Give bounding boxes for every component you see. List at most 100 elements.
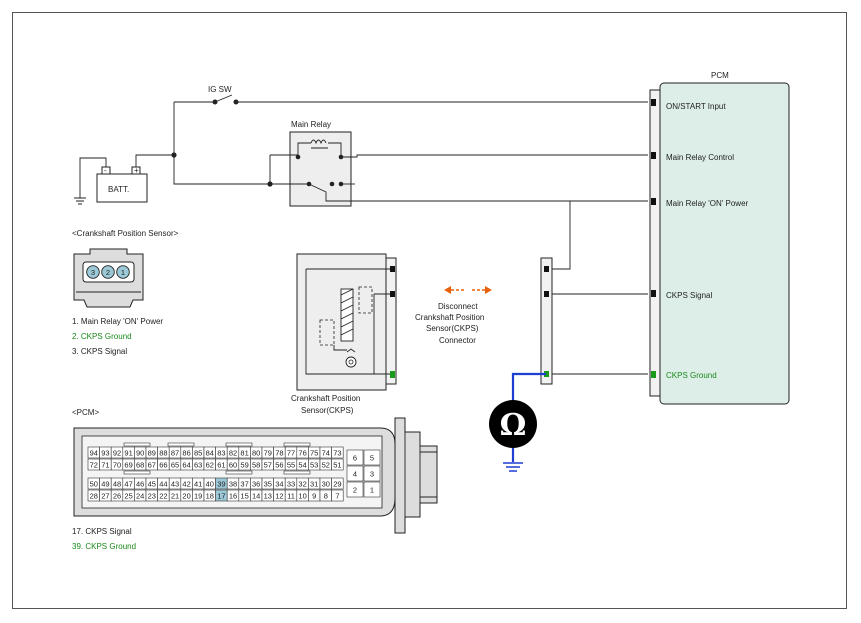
pcm-pin-number: 8 [324, 491, 328, 500]
pcm-pin-number: 81 [240, 448, 248, 457]
pcm-pin-number: 66 [159, 460, 167, 469]
pcm-latch-ribs [420, 451, 437, 498]
disconnect-arrow-right-icon [485, 286, 492, 294]
pcm-pin-number: 45 [148, 479, 156, 488]
relay-terminal [329, 181, 335, 187]
sensor-inner-wire [305, 269, 390, 375]
pcm-pin-number: 14 [252, 491, 260, 500]
relay-terminal [295, 154, 301, 160]
sensor-dashed-element [319, 319, 335, 346]
pcm-pin-number: 32 [298, 479, 306, 488]
ckps-pin1-text: 1. Main Relay 'ON' Power [72, 317, 163, 326]
pcm-pin-number: 55 [287, 460, 295, 469]
pcm-pin-number: 17 [217, 491, 225, 500]
pcm-pin-number: 40 [206, 479, 214, 488]
sensor-lead [333, 345, 347, 351]
pcm-pin-number: 33 [287, 479, 295, 488]
relay-coil-leads [297, 142, 342, 157]
pcm-key-notch [225, 442, 253, 447]
disconnect-text-4: Connector [439, 336, 476, 345]
ckps-pin-number: 2 [106, 268, 110, 277]
pcm-box [659, 82, 790, 405]
sensor-magnet-center [348, 359, 354, 365]
pcm-pin-number: 82 [229, 448, 237, 457]
disconnect-text-1: Disconnect [438, 302, 478, 311]
pcm-title: PCM [711, 71, 729, 80]
relay-switch-blade [308, 183, 357, 202]
pcm-pin-number: 60 [229, 460, 237, 469]
sensor-caption-1: Crankshaft Position [291, 394, 360, 403]
relay-contact-feed-wire [269, 155, 309, 185]
battery-body [96, 173, 148, 203]
pcm-pin39-text: 39. CKPS Ground [72, 542, 136, 551]
ckps-pin-circle [86, 265, 100, 279]
pcm-pin-number: 90 [136, 448, 144, 457]
pcm-latch-lines [404, 432, 421, 517]
pcm-ckps-signal-label: CKPS Signal [666, 291, 712, 300]
disconnect-text-2: Crankshaft Position [415, 313, 484, 322]
harness-pin [544, 266, 549, 272]
pcm-pin-number: 42 [182, 479, 190, 488]
ckps-pin2-text: 2. CKPS Ground [72, 332, 132, 341]
pcm-pin-number: 78 [275, 448, 283, 457]
pcm-pin-number: 87 [171, 448, 179, 457]
pcm-pin-number: 1 [370, 486, 374, 495]
main-relay-label: Main Relay [291, 120, 331, 129]
pcm-pin-cell [331, 477, 344, 490]
pcm-key-notch [123, 470, 151, 475]
pcm-pin-number: 74 [322, 448, 330, 457]
b-plus-bus [173, 102, 270, 185]
pcm-pin-number: 5 [370, 454, 374, 463]
pcm-pin-number: 69 [124, 460, 132, 469]
pcm-pin-number: 79 [264, 448, 272, 457]
pcm-pin-number: 73 [333, 448, 341, 457]
sensor-core [340, 288, 354, 342]
pcm-key-notch [283, 442, 311, 447]
ig-sw-label: IG SW [208, 85, 232, 94]
pcm-key-notch [225, 470, 253, 475]
pcm-pin-cell [331, 446, 344, 459]
pcm-pin-number: 53 [310, 460, 318, 469]
ckps-sensor-connector [385, 257, 397, 385]
pcm-pin-number: 83 [217, 448, 225, 457]
pcm-pin-number: 26 [113, 491, 121, 500]
pcm-ckps-ground-label: CKPS Ground [666, 371, 717, 380]
pcm-pin-number: 70 [113, 460, 121, 469]
disconnect-text-3: Sensor(CKPS) [426, 324, 479, 333]
pcm-pin-number: 94 [90, 448, 98, 457]
pcm-pin-number: 75 [310, 448, 318, 457]
pcm-pin-number: 49 [101, 479, 109, 488]
pcm-pin-number: 6 [353, 454, 357, 463]
pcm-pin-number: 56 [275, 460, 283, 469]
pcm-pin-number: 80 [252, 448, 260, 457]
pcm-pin-number: 38 [229, 479, 237, 488]
pcm-pin-number: 2 [353, 486, 357, 495]
battery-plus-sign: + [134, 166, 139, 175]
main-relay-control-wire [341, 154, 648, 158]
ckps-connector-heading: <Crankshaft Position Sensor> [72, 229, 179, 238]
pcm-pin-number: 16 [229, 491, 237, 500]
pcm-pin [651, 198, 656, 205]
pcm-pin-number: 21 [171, 491, 179, 500]
pcm-pin-number: 43 [171, 479, 179, 488]
pcm-on-start-label: ON/START Input [666, 102, 726, 111]
ckps-harness-connector [540, 257, 553, 385]
pcm-pin-number: 89 [148, 448, 156, 457]
pcm-pin-number: 61 [217, 460, 225, 469]
pcm-pin-cell [363, 465, 381, 482]
battery: - + BATT. [96, 166, 148, 203]
pcm-pin-number: 84 [206, 448, 214, 457]
pcm-pin-number: 34 [275, 479, 283, 488]
harness-pin [544, 291, 549, 297]
pcm-pin-number: 93 [101, 448, 109, 457]
pcm-pin-number: 54 [298, 460, 306, 469]
pcm-pin-number: 4 [353, 470, 357, 479]
pcm-pin-number: 71 [101, 460, 109, 469]
ohmmeter-icon [489, 400, 537, 448]
pcm-pin-cell [331, 458, 344, 471]
pcm-pin17-text: 17. CKPS Signal [72, 527, 132, 536]
pcm-pin-number: 35 [264, 479, 272, 488]
pcm-pin-number: 36 [252, 479, 260, 488]
